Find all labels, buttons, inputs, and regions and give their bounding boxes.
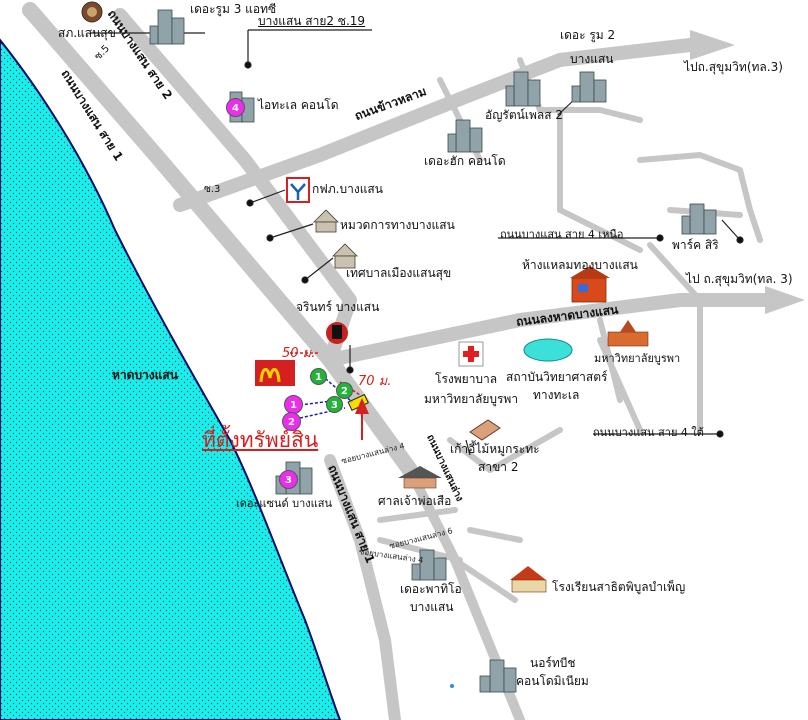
place-hospital-line2: มหาวิทยาลัยบูรพา — [424, 392, 519, 406]
badge-aitalay-4: 4 — [226, 98, 245, 117]
kao-ee-icon — [469, 419, 501, 441]
place-school: โรงเรียนสาธิตพิบูลบำเพ็ญ — [552, 580, 686, 594]
property-location-title: ที่ตั้งทรัพย์สิน — [202, 428, 319, 452]
place-the-room3: เดอะรูม 3 แอทซี — [190, 2, 277, 16]
road-label-sai4-south: ถนนบางแสน สาย 4 ใต้ — [593, 426, 704, 439]
badge-green-1: 1 — [310, 368, 327, 385]
pea-icon — [286, 177, 310, 203]
badge-green-2: 2 — [336, 382, 353, 399]
road-bangsaen-sai2 — [22, 2, 418, 478]
badge-magenta-2: 2 — [282, 412, 301, 431]
place-burapha: มหาวิทยาลัยบูรพา — [594, 352, 681, 365]
badge-green-3: 3 — [326, 396, 343, 413]
place-patio-line1: เดอะพาทิโอ — [400, 582, 462, 596]
building-room2-icon — [571, 71, 607, 103]
road-long-hat — [323, 293, 777, 367]
building-anyarat-icon — [505, 71, 541, 107]
direction-sukhumvit-2: ไป ถ.สุขุมวิท(ทล. 3) — [686, 272, 793, 286]
place-the-sand: เดอะแซนด์ บางแสน — [236, 497, 332, 510]
tourism-office-icon — [313, 209, 339, 233]
road-label-sai2-soi19: บางแสน สาย2 ซ.19 — [258, 14, 366, 28]
mcdonalds-icon — [255, 360, 295, 386]
burapha-icon — [607, 320, 649, 347]
place-shrine: ศาลเจ้าพ่อเสือ — [378, 494, 452, 508]
school-icon — [510, 566, 547, 593]
place-municipality: เทศบาลเมืองแสนสุข — [346, 266, 452, 280]
distance-50m: 50 ม. — [282, 346, 316, 361]
shrine-icon — [398, 466, 442, 489]
building-northbeach-icon — [479, 659, 517, 693]
badge-thesand-3: 3 — [279, 470, 298, 489]
place-marine-line2: ทางทะเล — [533, 388, 580, 402]
municipality-icon — [332, 243, 358, 269]
place-the-hug: เดอะฮัก คอนโด — [424, 154, 506, 168]
place-anyarat: อัญรัตน์เพลส 2 — [485, 108, 564, 122]
place-jarin: จรินทร์ บางแสน — [296, 300, 380, 314]
place-marine-line1: สถาบันวิทยาศาสตร์ — [506, 370, 608, 384]
place-kao-ee-line1: เก้าอี้ไม้หมูกระทะ — [450, 442, 540, 456]
beach-label: หาดบางแสน — [112, 368, 178, 382]
place-pea: กฟภ.บางแสน — [312, 182, 383, 196]
place-police: สภ.แสนสุข — [58, 26, 116, 40]
road-label-sai4-north: ถนนบางแสน สาย 4 เหนือ — [500, 228, 624, 241]
badge-magenta-1: 1 — [284, 395, 303, 414]
arrow-sukhumvit-2 — [765, 286, 805, 314]
place-patio-line2: บางแสน — [410, 600, 454, 614]
building-the-room3-icon — [149, 9, 185, 45]
place-park-siri: พาร์ค สิริ — [672, 238, 719, 252]
building-patio-icon — [411, 549, 447, 581]
building-parksiri-icon — [681, 203, 717, 235]
marine-institute-icon — [523, 338, 573, 362]
laem-thong-icon — [570, 266, 610, 303]
place-north-beach-line2: คอนโดมิเนียม — [516, 674, 589, 688]
sea — [0, 38, 342, 720]
arrow-sukhumvit-1 — [690, 30, 735, 60]
hospital-icon — [458, 341, 484, 367]
place-the-room2-line1: เดอะ รูม 2 — [560, 28, 616, 42]
place-tourism: หมวดการทางบางแสน — [340, 218, 455, 232]
place-laem-thong: ห้างแหลมทองบางแสน — [522, 258, 638, 272]
place-north-beach-line1: นอร์ทบีช — [530, 656, 576, 670]
road-bangsaen-lang — [324, 454, 401, 720]
place-hospital-line1: โรงพยาบาล — [435, 372, 498, 386]
distance-70m: 70 ม. — [358, 374, 392, 389]
direction-sukhumvit-1: ไปถ.สุขุมวิท(ทล.3) — [684, 60, 783, 74]
place-the-room2-line2: บางแสน — [570, 52, 614, 66]
road-label-soi3: ซ.3 — [204, 184, 221, 195]
road-khao-lam — [173, 38, 697, 212]
place-kao-ee-line2: สาขา 2 — [478, 460, 519, 474]
place-aitalay: ไอทะเล คอนโด — [258, 98, 339, 112]
building-thehug-icon — [447, 119, 483, 153]
